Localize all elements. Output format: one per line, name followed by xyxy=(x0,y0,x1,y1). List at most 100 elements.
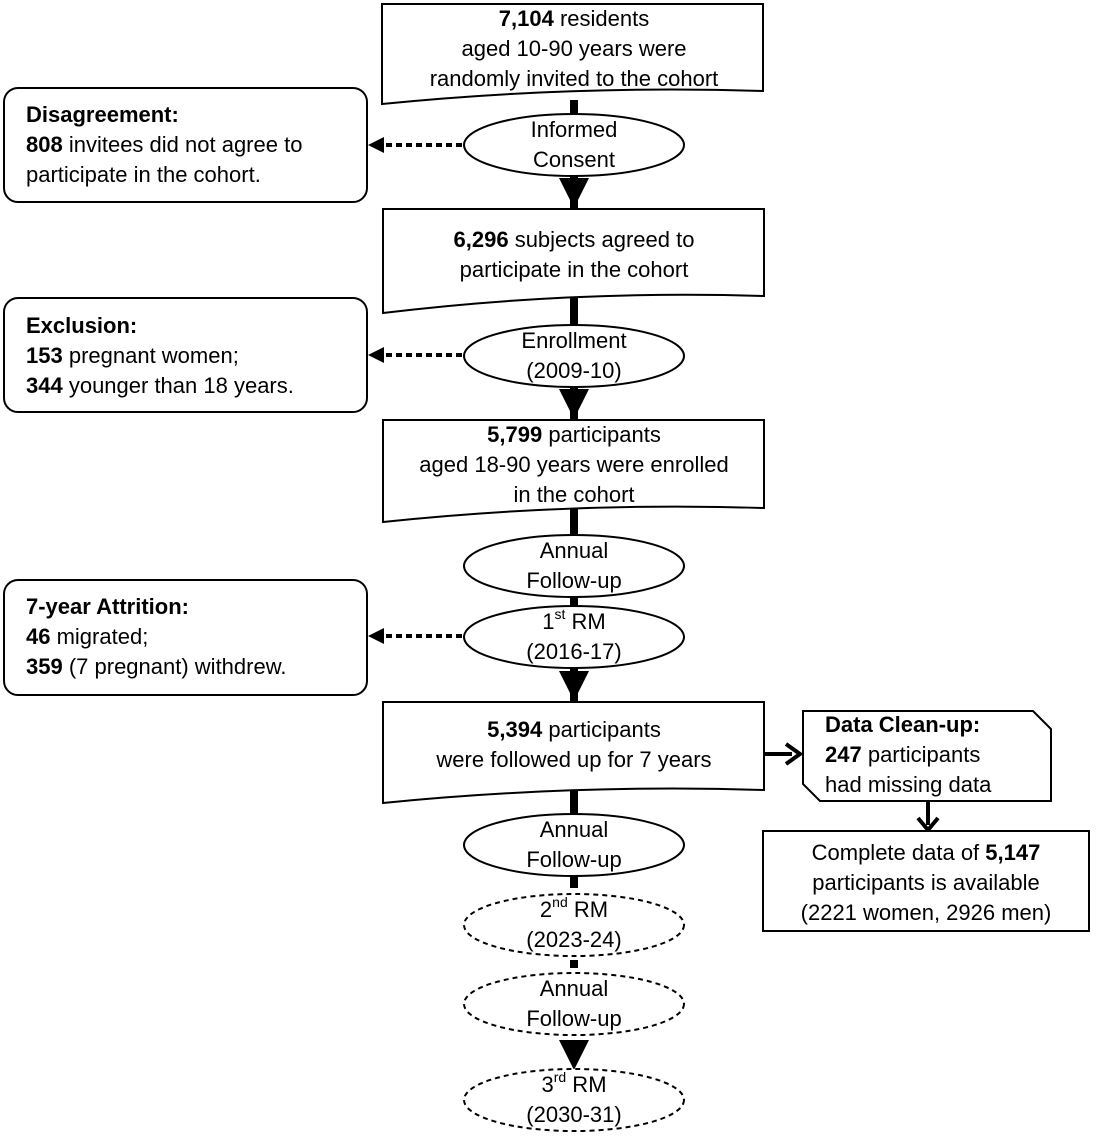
arrow-down-icon xyxy=(559,1040,589,1070)
exclusion-count2: 344 xyxy=(26,373,63,398)
complete-box: Complete data of 5,147 participants is a… xyxy=(764,838,1088,928)
complete-line1: Complete data of xyxy=(811,840,986,865)
invited-line1: residents xyxy=(553,6,650,31)
cleanup-title: Data Clean-up: xyxy=(825,712,981,737)
annual3-line1: Annual xyxy=(539,976,609,1001)
cleanup-count: 247 xyxy=(825,742,862,767)
rm3-sup: rd xyxy=(553,1068,567,1085)
rm3-num: 3 xyxy=(541,1072,554,1097)
exclusion-count1: 153 xyxy=(26,343,63,368)
arrow-left-icon xyxy=(368,137,384,153)
exclusion-box-shape xyxy=(3,297,368,413)
rm1-line2: (2016-17) xyxy=(526,639,622,664)
attrition-count1: 46 xyxy=(26,624,51,649)
attrition-line3: (7 pregnant) withdrew. xyxy=(62,654,287,679)
exclusion-box: Exclusion: 153 pregnant women; 344 young… xyxy=(26,311,366,401)
followed-box: 5,394 participants were followed up for … xyxy=(384,715,764,775)
rm1-sup: st xyxy=(554,605,566,622)
arrow-down-icon xyxy=(559,671,589,701)
annual3-oval-label: Annual Follow-up xyxy=(464,974,684,1034)
invited-box-shape xyxy=(381,3,764,106)
annual1-line2: Follow-up xyxy=(526,568,622,593)
annual3-line2: Follow-up xyxy=(526,1006,622,1031)
rm3-rest: RM xyxy=(566,1072,607,1097)
agreed-line2: participate in the cohort xyxy=(459,257,689,282)
arrow-right-icon xyxy=(784,742,804,766)
rm2-rest: RM xyxy=(567,897,609,922)
enrollment-oval xyxy=(463,324,685,388)
arrow-left-icon xyxy=(368,347,384,363)
arrow-left-icon xyxy=(368,628,384,644)
complete-box-shape xyxy=(762,830,1090,932)
disagreement-line2: invitees did not agree to xyxy=(62,132,303,157)
enrolled-box-shape xyxy=(382,419,765,524)
followed-line1: participants xyxy=(542,717,661,742)
rm1-oval xyxy=(463,605,685,669)
invited-count: 7,104 xyxy=(498,6,554,31)
exclusion-line2: pregnant women; xyxy=(62,343,239,368)
cleanup-line2: participants xyxy=(861,742,981,767)
rm2-oval xyxy=(463,893,685,957)
enrolled-count: 5,799 xyxy=(487,422,543,447)
consent-oval-label: Informed Consent xyxy=(464,115,684,175)
attrition-box-shape xyxy=(3,579,368,696)
rm1-rest: RM xyxy=(565,609,606,634)
consent-oval xyxy=(463,113,685,177)
annual1-line1: Annual xyxy=(539,538,609,563)
exclusion-title-colon: : xyxy=(129,313,138,338)
rm2-sup: nd xyxy=(552,893,568,910)
rm2-oval-label: 2nd RM (2023-24) xyxy=(464,895,684,955)
invited-line3: randomly invited to the cohort xyxy=(429,66,719,91)
enrollment-line1: Enrollment xyxy=(521,328,627,353)
rm3-oval xyxy=(463,1068,685,1132)
annual1-oval xyxy=(463,534,685,598)
disagreement-line3: participate in the cohort. xyxy=(26,162,261,187)
invited-line2: aged 10-90 years were xyxy=(461,36,687,61)
attrition-title: 7-year Attrition: xyxy=(26,594,189,619)
rm2-line2: (2023-24) xyxy=(526,927,622,952)
cleanup-line3: had missing data xyxy=(825,772,992,797)
arrow-down-icon xyxy=(559,178,589,208)
attrition-box: 7-year Attrition: 46 migrated; 359 (7 pr… xyxy=(26,592,366,682)
agreed-box: 6,296 subjects agreed to participate in … xyxy=(384,225,764,285)
arrow-down-icon xyxy=(559,389,589,419)
annual2-oval-label: Annual Follow-up xyxy=(464,815,684,875)
annual2-line1: Annual xyxy=(539,817,609,842)
exclusion-line3: younger than 18 years. xyxy=(62,373,294,398)
enrollment-line2: (2009-10) xyxy=(526,358,622,383)
attrition-count2: 359 xyxy=(26,654,63,679)
complete-count: 5,147 xyxy=(985,840,1041,865)
exclusion-title: Exclusion xyxy=(26,313,130,338)
attrition-line2: migrated; xyxy=(50,624,149,649)
followed-box-shape xyxy=(382,701,765,805)
disagreement-box-shape xyxy=(3,87,368,203)
enrolled-line3: in the cohort xyxy=(513,482,635,507)
complete-line2: participants is available xyxy=(812,870,1040,895)
disagreement-box: Disagreement: 808 invitees did not agree… xyxy=(26,100,366,190)
disagreement-count: 808 xyxy=(26,132,63,157)
followed-line2: were followed up for 7 years xyxy=(436,747,712,772)
rm3-oval-label: 3rd RM (2030-31) xyxy=(464,1070,684,1130)
rm1-num: 1 xyxy=(542,609,555,634)
enrolled-line2: aged 18-90 years were enrolled xyxy=(419,452,729,477)
rm1-oval-label: 1st RM (2016-17) xyxy=(464,607,684,667)
disagreement-title: Disagreement: xyxy=(26,102,179,127)
cleanup-box-shape xyxy=(802,710,1052,802)
annual2-line2: Follow-up xyxy=(526,847,622,872)
rm3-line2: (2030-31) xyxy=(526,1102,622,1127)
complete-line3: (2221 women, 2926 men) xyxy=(800,900,1052,925)
agreed-count: 6,296 xyxy=(453,227,509,252)
enrolled-line1: participants xyxy=(542,422,661,447)
invited-box: 7,104 residents aged 10-90 years were ra… xyxy=(384,4,764,94)
cleanup-box: Data Clean-up: 247 participants had miss… xyxy=(825,710,1050,800)
annual1-oval-label: Annual Follow-up xyxy=(464,536,684,596)
annual2-oval xyxy=(463,813,685,877)
rm2-num: 2 xyxy=(539,897,553,922)
consent-line2: Consent xyxy=(533,147,615,172)
agreed-line1: subjects agreed to xyxy=(508,227,695,252)
agreed-box-shape xyxy=(382,208,765,315)
consent-line1: Informed xyxy=(530,117,618,142)
enrollment-oval-label: Enrollment (2009-10) xyxy=(464,326,684,386)
followed-count: 5,394 xyxy=(487,717,543,742)
